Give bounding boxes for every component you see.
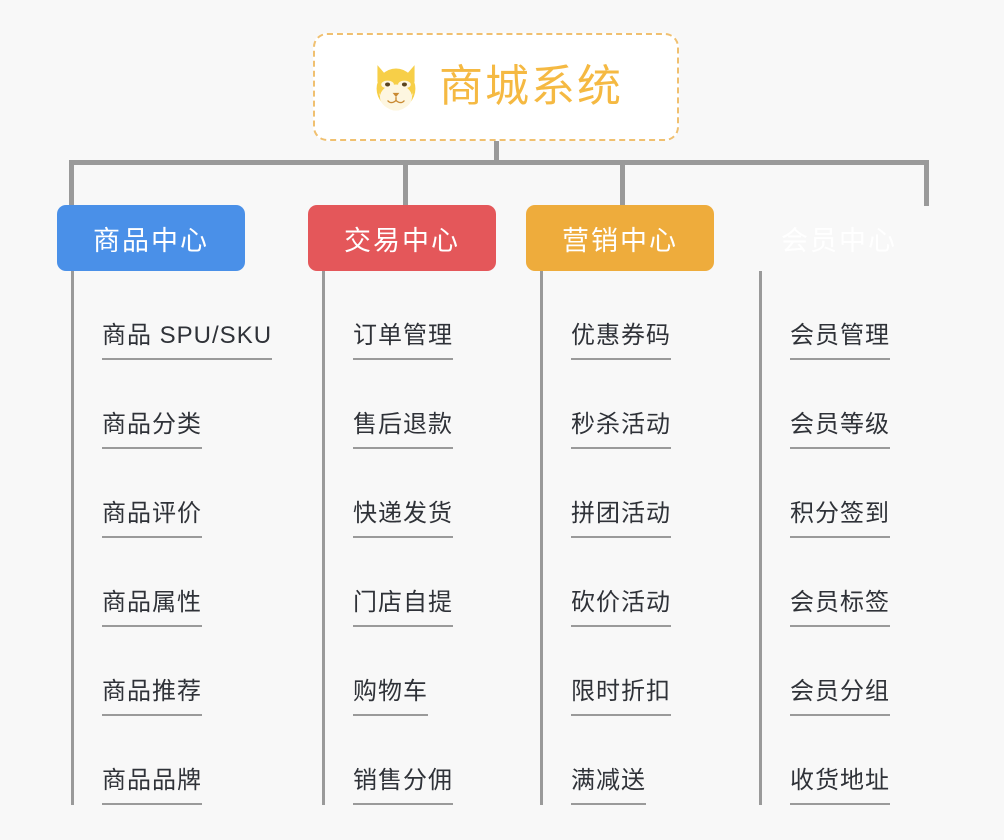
list-item[interactable]: 订单管理 (322, 271, 562, 360)
leaf-label: 积分签到 (790, 502, 890, 538)
root-title: 商城系统 (439, 62, 623, 111)
category-box-2[interactable]: 交易中心 (308, 205, 496, 271)
leaf-label: 商品评价 (102, 502, 202, 538)
list-item[interactable]: 拼团活动 (540, 449, 780, 538)
leaf-list-2: 订单管理 售后退款 快递发货 门店自提 购物车 销售分佣 (322, 271, 562, 805)
connector-root-stem (494, 141, 499, 163)
list-item[interactable]: 会员分组 (759, 627, 999, 716)
list-item[interactable]: 售后退款 (322, 360, 562, 449)
list-item[interactable]: 快递发货 (322, 449, 562, 538)
leaf-list-1: 商品 SPU/SKU 商品分类 商品评价 商品属性 商品推荐 商品品牌 (71, 271, 311, 805)
spine-4 (759, 271, 762, 805)
spine-3 (540, 271, 543, 805)
connector-drop-2 (403, 160, 408, 206)
list-item[interactable]: 商品推荐 (71, 627, 311, 716)
leaf-label: 商品分类 (102, 413, 202, 449)
leaf-label: 秒杀活动 (571, 413, 671, 449)
list-item[interactable]: 收货地址 (759, 716, 999, 805)
leaf-label: 购物车 (353, 680, 428, 716)
list-item[interactable]: 秒杀活动 (540, 360, 780, 449)
list-item[interactable]: 购物车 (322, 627, 562, 716)
list-item[interactable]: 会员等级 (759, 360, 999, 449)
category-box-3[interactable]: 营销中心 (526, 205, 714, 271)
connector-drop-1 (69, 160, 74, 206)
leaf-label: 订单管理 (353, 324, 453, 360)
list-item[interactable]: 商品属性 (71, 538, 311, 627)
column-marketing-center: 营销中心 优惠券码 秒杀活动 拼团活动 砍价活动 限时折扣 满减送 (526, 205, 714, 805)
list-item[interactable]: 优惠券码 (540, 271, 780, 360)
list-item[interactable]: 门店自提 (322, 538, 562, 627)
list-item[interactable]: 商品评价 (71, 449, 311, 538)
category-box-1[interactable]: 商品中心 (57, 205, 245, 271)
leaf-label: 销售分佣 (353, 769, 453, 805)
leaf-label: 砍价活动 (571, 591, 671, 627)
list-item[interactable]: 积分签到 (759, 449, 999, 538)
leaf-label: 限时折扣 (571, 680, 671, 716)
leaf-label: 拼团活动 (571, 502, 671, 538)
leaf-label: 会员分组 (790, 680, 890, 716)
root-node[interactable]: 商城系统 (313, 33, 679, 141)
leaf-label: 会员管理 (790, 324, 890, 360)
list-item[interactable]: 砍价活动 (540, 538, 780, 627)
list-item[interactable]: 限时折扣 (540, 627, 780, 716)
column-product-center: 商品中心 商品 SPU/SKU 商品分类 商品评价 商品属性 商品推荐 商品品牌 (57, 205, 273, 805)
connector-drop-4 (924, 160, 929, 206)
column-trade-center: 交易中心 订单管理 售后退款 快递发货 门店自提 购物车 销售分佣 (308, 205, 496, 805)
category-title-4: 会员中心 (781, 225, 897, 256)
leaf-label: 优惠券码 (571, 324, 671, 360)
leaf-list-4: 会员管理 会员等级 积分签到 会员标签 会员分组 收货地址 (759, 271, 999, 805)
leaf-label: 快递发货 (353, 502, 453, 538)
list-item[interactable]: 会员管理 (759, 271, 999, 360)
list-item[interactable]: 商品 SPU/SKU (71, 271, 311, 360)
column-member-center: 会员中心 会员管理 会员等级 积分签到 会员标签 会员分组 收货地址 (745, 205, 933, 805)
category-title-3: 营销中心 (562, 225, 678, 256)
leaf-label: 会员标签 (790, 591, 890, 627)
list-item[interactable]: 满减送 (540, 716, 780, 805)
spine-1 (71, 271, 74, 805)
connector-horizontal-bus (69, 160, 929, 165)
leaf-label: 满减送 (571, 769, 646, 805)
category-title-2: 交易中心 (344, 225, 460, 256)
list-item[interactable]: 会员标签 (759, 538, 999, 627)
leaf-label: 商品 SPU/SKU (102, 324, 273, 360)
leaf-label: 门店自提 (353, 591, 453, 627)
category-title-1: 商品中心 (93, 225, 209, 256)
leaf-label: 商品推荐 (102, 680, 202, 716)
leaf-label: 售后退款 (353, 413, 453, 449)
leaf-label: 商品品牌 (102, 769, 202, 805)
connector-drop-3 (620, 160, 625, 206)
leaf-label: 会员等级 (790, 413, 890, 449)
shiba-dog-face-icon (376, 65, 416, 111)
list-item[interactable]: 商品品牌 (71, 716, 311, 805)
list-item[interactable]: 销售分佣 (322, 716, 562, 805)
leaf-label: 收货地址 (790, 769, 890, 805)
leaf-list-3: 优惠券码 秒杀活动 拼团活动 砍价活动 限时折扣 满减送 (540, 271, 780, 805)
category-box-4[interactable]: 会员中心 (745, 205, 933, 271)
list-item[interactable]: 商品分类 (71, 360, 311, 449)
spine-2 (322, 271, 325, 805)
leaf-label: 商品属性 (102, 591, 202, 627)
